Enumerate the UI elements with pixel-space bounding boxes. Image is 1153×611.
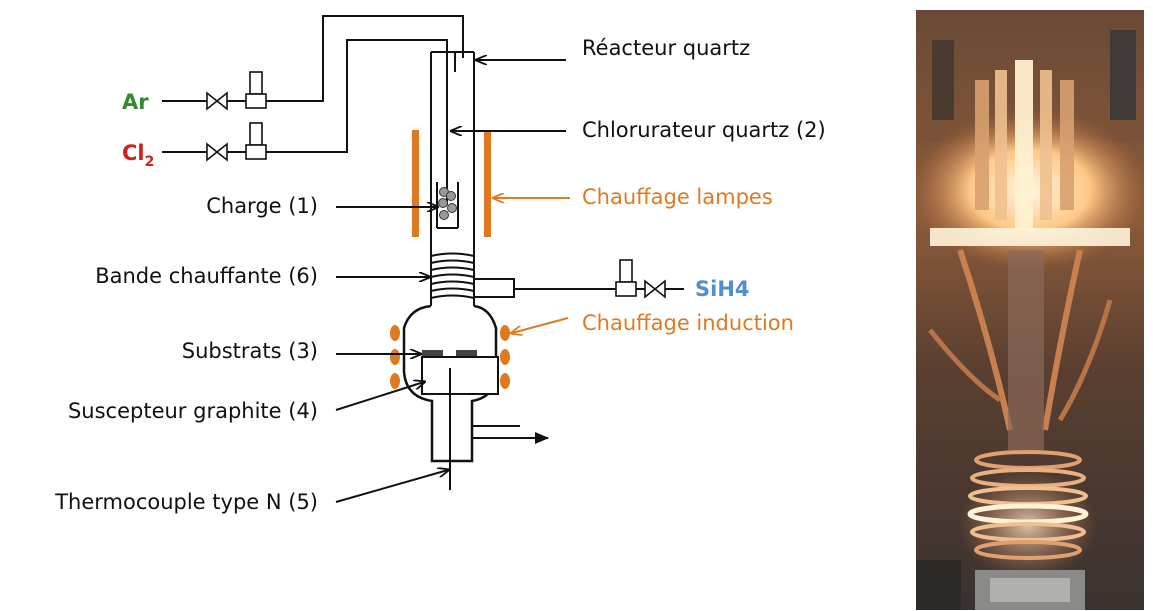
flowmeter-icon [246,123,266,159]
flowmeter-icon [616,260,636,296]
valve-icon [645,281,665,297]
valve-icon [207,144,227,160]
valve-icon [207,93,227,109]
substrate [456,350,477,357]
heating-band [431,254,474,307]
arrow-chauffage-induction [512,318,568,333]
label-sih4: SiH4 [695,277,750,301]
label-charge: Charge (1) [206,194,318,218]
lamp-heater-left [412,130,419,237]
label-suscepteur: Suscepteur graphite (4) [68,399,318,423]
label-substrats: Substrats (3) [182,339,318,363]
label-bande: Bande chauffante (6) [95,264,318,288]
exhaust-outlet [472,426,548,438]
label-chauffage-lampes: Chauffage lampes [582,185,773,209]
label-thermocouple: Thermocouple type N (5) [54,490,318,514]
flowmeter-icon [246,72,266,108]
cl2-gas-line [162,40,447,205]
reactor-photo [910,10,1150,610]
label-cl2: Cl2 [122,141,154,170]
sih4-gas-line [474,260,684,297]
label-reacteur: Réacteur quartz [582,36,750,60]
label-chlorurateur: Chlorurateur quartz (2) [582,118,826,142]
graphite-susceptor [422,357,498,394]
label-chauffage-induction: Chauffage induction [582,311,794,335]
arrow-thermocouple [336,470,448,502]
label-ar: Ar [122,90,149,114]
arrow-suscepteur [336,382,424,410]
substrate [422,350,443,357]
charge-pellets [439,188,457,220]
lamp-heater-right [484,130,491,237]
ar-gas-line [162,16,463,109]
